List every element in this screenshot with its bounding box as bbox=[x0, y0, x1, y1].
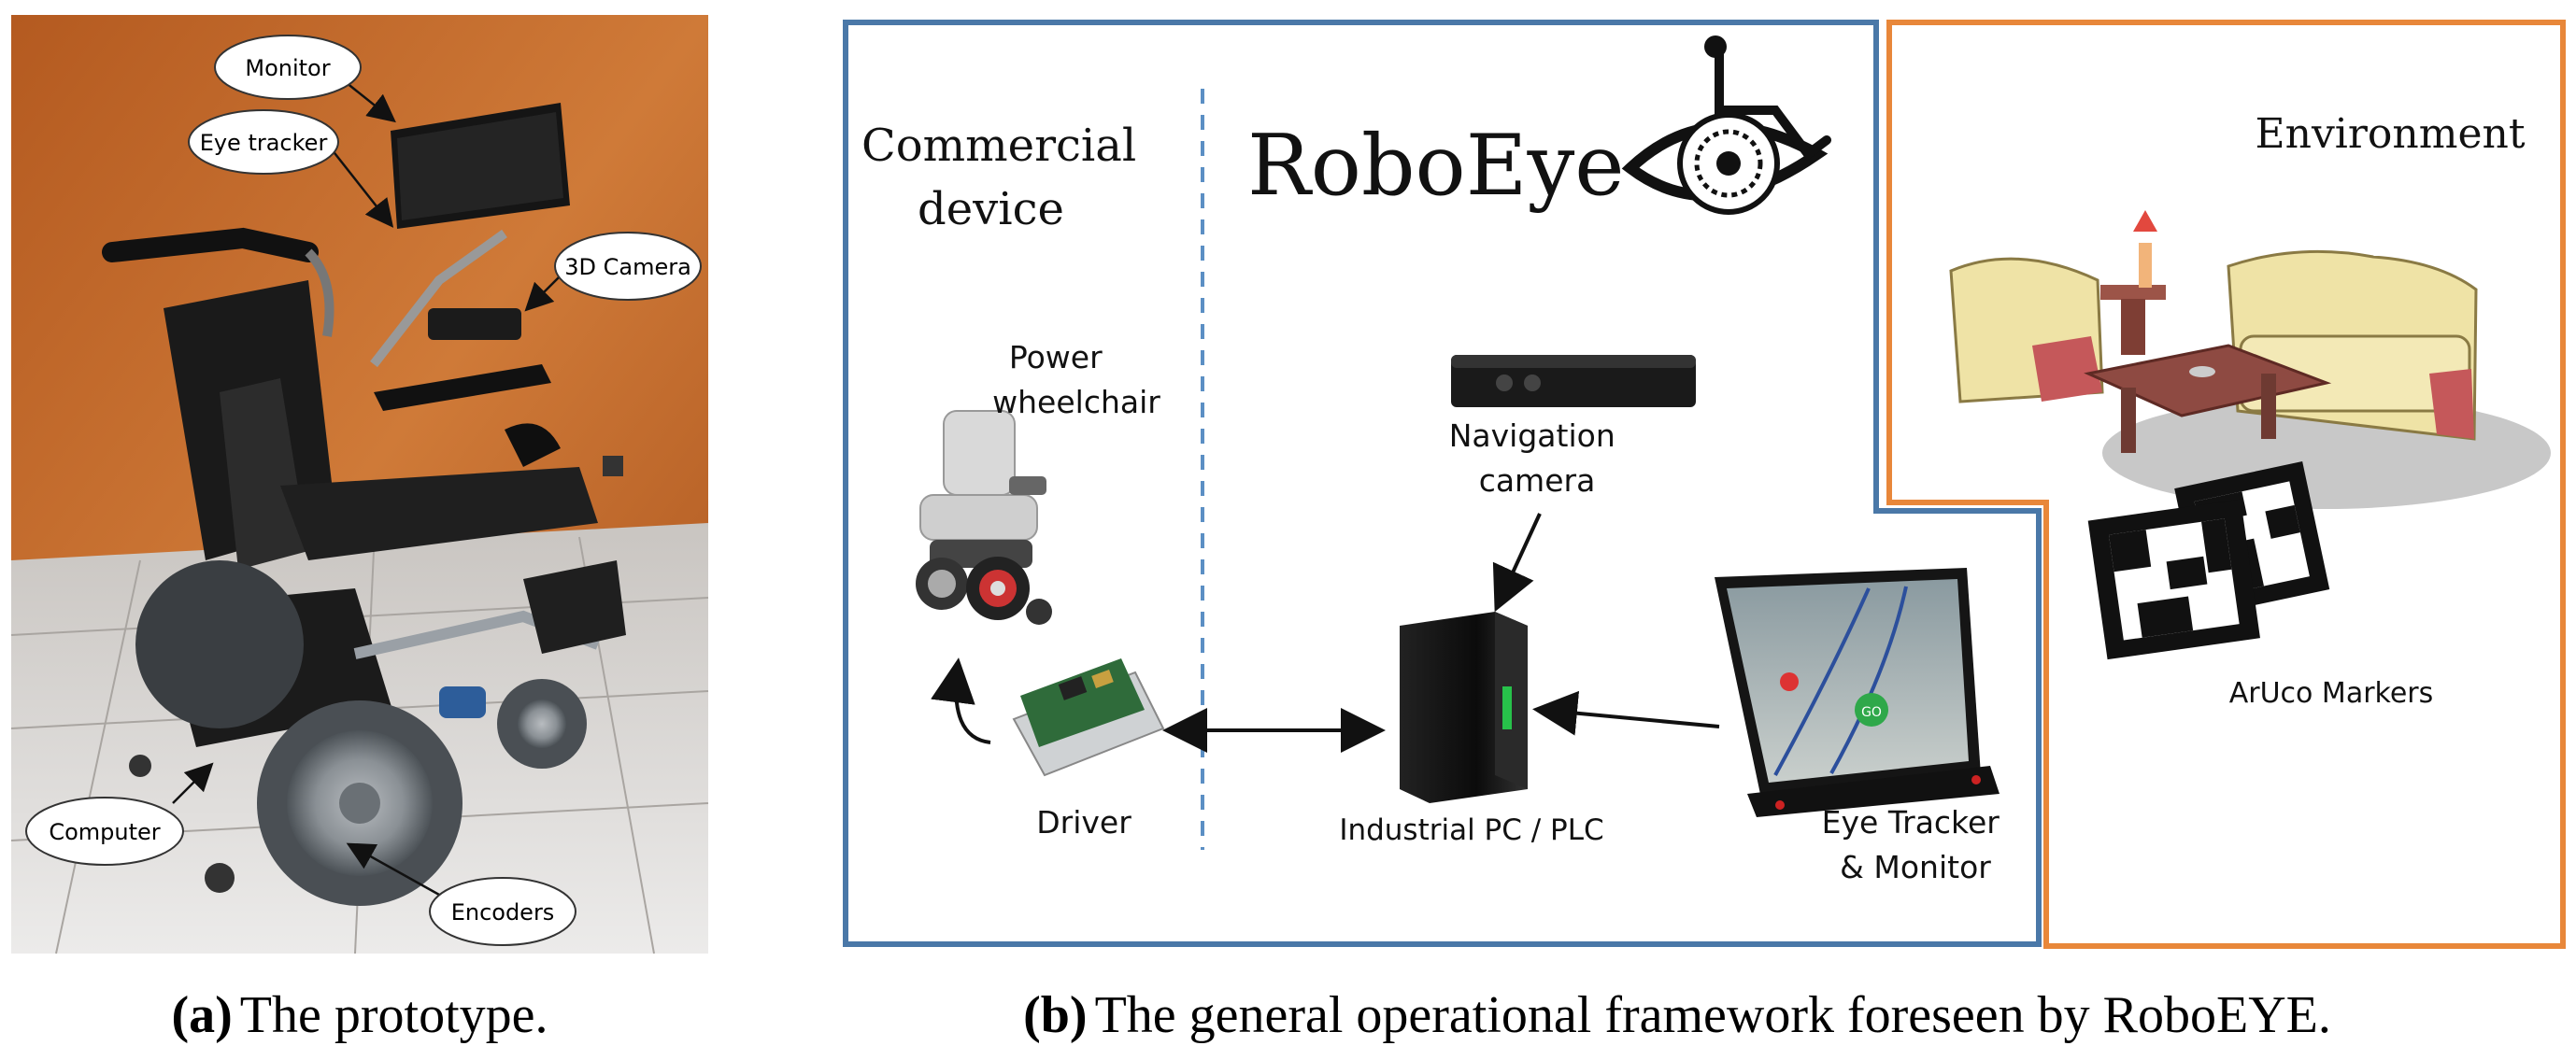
roboeye-logo: RoboEye bbox=[1247, 35, 1831, 215]
driver-label: Driver bbox=[1036, 804, 1131, 841]
callout-monitor-label: Monitor bbox=[245, 55, 330, 81]
callout-encoders: Encoders bbox=[429, 877, 576, 946]
callout-computer: Computer bbox=[25, 797, 184, 866]
caption-b-letter: (b) bbox=[1023, 986, 1087, 1044]
industrial-pc-image bbox=[1400, 612, 1528, 803]
power-wheelchair-label: Power wheelchair bbox=[992, 339, 1160, 420]
industrial-pc-label: Industrial PC / PLC bbox=[1339, 813, 1603, 847]
caption-a-letter: (a) bbox=[172, 986, 233, 1044]
callout-eye-tracker: Eye tracker bbox=[188, 109, 339, 175]
environment-label: Environment bbox=[2255, 110, 2525, 158]
roboeye-logo-text: RoboEye bbox=[1247, 117, 1625, 215]
prototype-photo bbox=[10, 15, 709, 954]
callout-computer-label: Computer bbox=[49, 819, 160, 845]
svg-text:(a)The prototype.: (a)The prototype. bbox=[172, 986, 548, 1044]
callout-3d-camera: 3D Camera bbox=[554, 232, 702, 301]
callout-eye-tracker-label: Eye tracker bbox=[200, 130, 328, 156]
roboeye-frame bbox=[843, 20, 2042, 947]
caption-b-text: The general operational framework forese… bbox=[1095, 986, 2331, 1044]
callout-3d-camera-label: 3D Camera bbox=[564, 254, 691, 280]
aruco-markers-label: ArUco Markers bbox=[2229, 677, 2434, 710]
navigation-camera-label: Navigation camera bbox=[1449, 417, 1626, 499]
aruco-markers-image bbox=[2087, 461, 2330, 660]
svg-text:(b)The general operational fra: (b)The general operational framework for… bbox=[1023, 986, 2331, 1044]
callout-encoders-label: Encoders bbox=[451, 899, 555, 926]
callout-monitor: Monitor bbox=[214, 35, 362, 100]
screen-go-badge: GO bbox=[1861, 705, 1882, 720]
navigation-camera-image bbox=[1451, 355, 1696, 407]
living-room-illustration bbox=[1949, 210, 2551, 509]
camera-to-pc-arrow bbox=[1492, 513, 1542, 613]
caption-a-text: The prototype. bbox=[240, 986, 548, 1044]
eyetracker-to-pc-arrow bbox=[1532, 690, 1720, 736]
power-wheelchair-image bbox=[916, 410, 1052, 625]
eye-tracker-monitor-image: GO bbox=[1715, 568, 2000, 817]
commercial-device-label: Commercial device bbox=[861, 120, 1150, 235]
driver-to-wheelchair-arrow bbox=[931, 657, 991, 744]
eye-tracker-monitor-label: Eye Tracker & Monitor bbox=[1822, 804, 2010, 885]
caption-b: (b)The general operational framework for… bbox=[1023, 986, 2331, 1044]
driver-board-image bbox=[1012, 658, 1165, 777]
environment-frame bbox=[1886, 20, 2566, 949]
caption-a: (a)The prototype. bbox=[172, 986, 548, 1044]
